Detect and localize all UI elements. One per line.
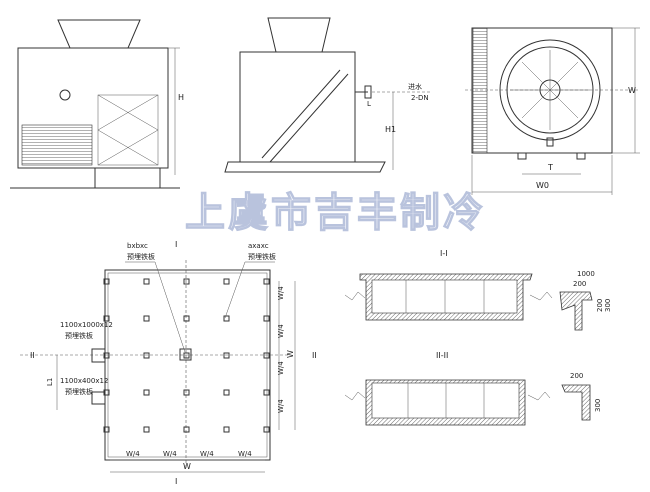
w4-bottom-4: W/4 (238, 450, 252, 458)
w4-bottom-1: W/4 (126, 450, 140, 458)
column-plate (263, 278, 270, 285)
front-elevation: H (10, 19, 184, 189)
detail2-dim-300: 300 (594, 399, 602, 412)
column-plate (183, 389, 190, 396)
w4-bottom-3: W/4 (200, 450, 214, 458)
inlet-spec: 2-DN (411, 94, 429, 102)
column-plate (103, 426, 110, 433)
detail1-dim-300: 300 (604, 299, 612, 312)
column-plate (143, 352, 150, 359)
column-plate (183, 315, 190, 322)
section-mark-1-bottom: I (175, 477, 177, 486)
section-views: I-I 1000 200 200 300 II-II 200 300 (344, 249, 612, 426)
detail1-dim-200b: 200 (596, 299, 604, 312)
detail1-dim-1000: 1000 (577, 270, 595, 278)
column-plate (143, 389, 150, 396)
t-label: T (547, 163, 553, 172)
column-plate (183, 426, 190, 433)
section-mark-1-top: I (175, 240, 177, 249)
column-plate (183, 278, 190, 285)
top-width-label: W (628, 86, 636, 95)
w4-bottom-2: W/4 (163, 450, 177, 458)
column-plate (103, 352, 110, 359)
w0-label: W0 (536, 181, 549, 190)
w4-right-1: W/4 (277, 286, 285, 300)
column-plate (263, 352, 270, 359)
column-plate (223, 315, 230, 322)
plate-column-size: axaxc (248, 242, 269, 250)
column-plate (143, 315, 150, 322)
plate-column-name: 预埋铁板 (248, 252, 276, 261)
column-plate (263, 315, 270, 322)
detail2-dim-200: 200 (570, 372, 583, 380)
column-plate (223, 426, 230, 433)
section-mark-2-right: II (312, 351, 317, 360)
company-watermark: 上虞市吉丰制冷 (185, 190, 486, 236)
plate-small-name: 预埋铁板 (65, 387, 93, 396)
front-height-label: H (178, 93, 184, 102)
column-plate (223, 278, 230, 285)
w4-right-2: W/4 (277, 324, 285, 338)
column-plate (103, 315, 110, 322)
w-right: W (286, 350, 295, 358)
section-1-title: I-I (440, 249, 448, 258)
column-plate (103, 278, 110, 285)
detail1-dim-200: 200 (573, 280, 586, 288)
column-plate (263, 389, 270, 396)
inlet-label: 进水 (408, 82, 422, 91)
plate-small-size: 1100x400x12 (60, 377, 108, 385)
w4-right-3: W/4 (277, 361, 285, 375)
foundation-plan: I I II II bxbxc 预埋铁板 axaxc 预埋铁板 1100x100… (20, 240, 317, 486)
inlet-length-label: L (367, 100, 371, 108)
plate-large-name: 预埋铁板 (65, 331, 93, 340)
column-plate (223, 352, 230, 359)
plate-center-name: 预埋铁板 (127, 252, 155, 261)
side-elevation: 进水 2-DN H1 L (224, 17, 430, 173)
w4-right-4: W/4 (277, 399, 285, 413)
section-2-title: II-II (436, 351, 448, 360)
w-bottom: W (183, 462, 191, 471)
column-plate (143, 426, 150, 433)
column-plate (183, 352, 190, 359)
top-view: W T W0 (465, 27, 640, 195)
section-mark-2-left: II (30, 351, 35, 360)
column-plate (143, 278, 150, 285)
column-plate (223, 389, 230, 396)
column-plate (263, 426, 270, 433)
plate-large-size: 1100x1000x12 (60, 321, 113, 329)
l1-label: L1 (46, 378, 54, 386)
plate-center-size: bxbxc (127, 242, 148, 250)
inlet-height-label: H1 (385, 125, 396, 134)
